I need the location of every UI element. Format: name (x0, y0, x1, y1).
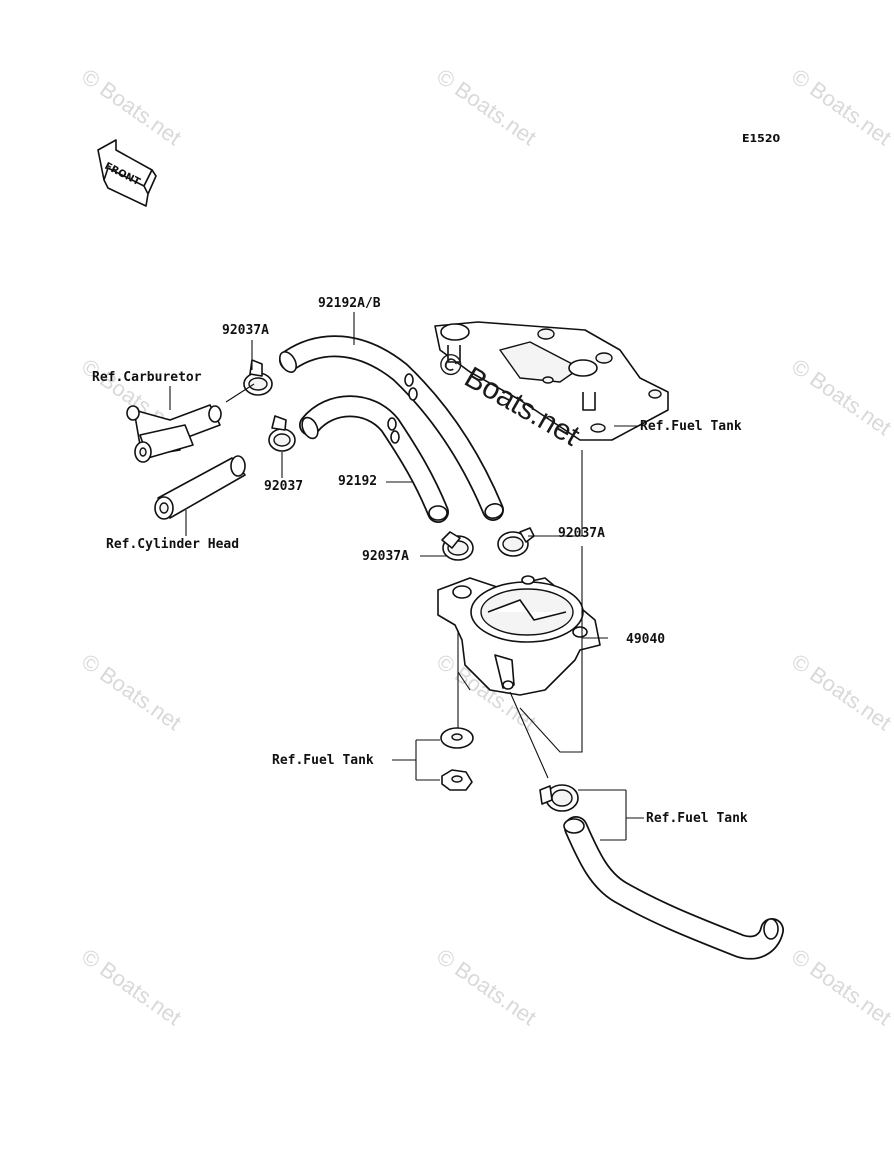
label-92192: 92192 (338, 474, 377, 489)
watermark: © Boats.net (432, 64, 541, 151)
watermark: © Boats.net (787, 354, 894, 441)
label-ref-fuel-tank-3: Ref.Fuel Tank (646, 811, 748, 826)
label-ref-carburetor: Ref.Carburetor (92, 370, 202, 385)
hose-92192 (299, 395, 449, 523)
label-92192ab: 92192A/B (318, 296, 381, 311)
watermark: © Boats.net (77, 944, 186, 1031)
fuel-filter-49040 (437, 575, 601, 696)
label-92037a-right: 92037A (558, 526, 605, 541)
fuel-tank-bracket (434, 321, 669, 441)
washer (440, 727, 474, 749)
hose-92192ab (279, 335, 504, 521)
cylinder-head-fitting (154, 455, 246, 520)
watermark: © Boats.net (787, 944, 894, 1031)
carburetor-fitting (126, 404, 222, 463)
clamp-92037a-left (441, 531, 474, 561)
watermark: © Boats.net (787, 64, 894, 151)
hose-lower (563, 816, 784, 960)
clamp-92037a-top (243, 359, 273, 396)
watermark: © Boats.net (77, 649, 186, 736)
label-ref-fuel-tank-2: Ref.Fuel Tank (272, 753, 374, 768)
clamp-92037a-right (497, 527, 535, 557)
watermark: © Boats.net (432, 944, 541, 1031)
clamp-lower (539, 784, 579, 812)
label-92037a-left: 92037A (362, 549, 409, 564)
front-arrow-icon: FRONT (97, 139, 157, 207)
nut (441, 769, 473, 791)
leader-lines (169, 312, 644, 841)
diagram-code: E1520 (742, 132, 780, 145)
label-ref-fuel-tank-1: Ref.Fuel Tank (640, 419, 742, 434)
label-92037: 92037 (264, 479, 303, 494)
watermark: © Boats.net (787, 649, 894, 736)
label-49040: 49040 (626, 632, 665, 647)
watermark: © Boats.net (77, 64, 186, 151)
labels: 92192A/B 92037A Ref.Carburetor 92037 921… (92, 296, 748, 826)
label-ref-cylinder-head: Ref.Cylinder Head (106, 537, 239, 552)
label-92037a-top: 92037A (222, 323, 269, 338)
clamp-92037 (268, 415, 296, 452)
